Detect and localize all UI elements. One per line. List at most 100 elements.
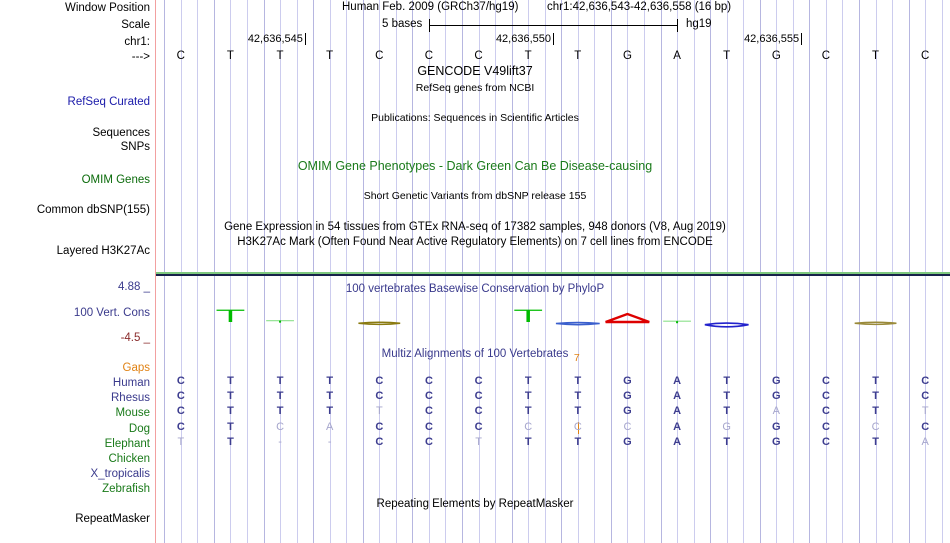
alignment-base: C (921, 420, 930, 433)
alignment-base: C (176, 390, 185, 403)
label-100-vert-cons[interactable]: 100 Vert. Cons (73, 307, 150, 319)
gridline (247, 0, 248, 543)
reference-base: A (673, 50, 681, 62)
alignment-base: T (326, 405, 334, 418)
alignment-base: C (276, 420, 285, 433)
conservation-bar (605, 312, 650, 324)
scale-bar-label: 5 bases (382, 18, 423, 30)
gap-count-marker: 7 (573, 352, 580, 364)
species-label-human[interactable]: Human (112, 377, 150, 389)
gridline (743, 0, 744, 543)
gridline (909, 0, 910, 543)
alignment-base: G (772, 420, 781, 433)
label-repeatmasker[interactable]: RepeatMasker (75, 513, 150, 525)
gridline (776, 0, 777, 543)
gridline (479, 0, 480, 543)
conservation-bar (663, 320, 691, 324)
alignment-base: C (424, 435, 433, 448)
alignment-base: T (921, 405, 929, 418)
species-label-rhesus[interactable]: Rhesus (111, 392, 150, 405)
species-label-mouse[interactable]: Mouse (115, 407, 150, 420)
species-label-chicken[interactable]: Chicken (108, 453, 150, 465)
gridline (412, 0, 413, 543)
alignment-base: C (573, 420, 582, 433)
position-text[interactable]: chr1:42,636,543-42,636,558 (16 bp) (547, 1, 732, 13)
reference-base: T (326, 50, 334, 62)
species-label-dog[interactable]: Dog (128, 422, 150, 435)
gridline (462, 0, 463, 543)
alignment-base: G (623, 405, 632, 418)
alignment-base: C (474, 405, 483, 418)
label-omim-genes[interactable]: OMIM Genes (81, 174, 150, 186)
reference-base: C (424, 50, 434, 62)
gridline (611, 0, 612, 543)
alignment-base: T (227, 435, 234, 448)
assembly-db-label: hg19 (686, 18, 712, 30)
label-common-dbsnp[interactable]: Common dbSNP(155) (36, 204, 150, 216)
alignment-base: G (722, 420, 731, 433)
label-refseq-curated[interactable]: RefSeq Curated (67, 96, 150, 108)
alignment-base: - (278, 435, 282, 448)
label-strand: ---> (131, 51, 150, 63)
label-snps[interactable]: SNPs (120, 141, 150, 153)
alignment-base: C (424, 375, 433, 387)
gridline (809, 0, 810, 543)
gridline (214, 0, 215, 543)
alignment-base: T (375, 405, 383, 418)
label-layered-h3k27ac[interactable]: Layered H3K27Ac (56, 245, 150, 257)
alignment-base: C (375, 420, 384, 433)
species-label-elephant[interactable]: Elephant (104, 437, 150, 450)
alignment-base: T (227, 390, 234, 403)
alignment-base: T (574, 435, 582, 448)
conservation-bar (358, 321, 401, 326)
alignment-base: T (723, 405, 731, 418)
ruler-tick-mark (553, 33, 554, 45)
alignment-base: T (227, 375, 234, 387)
gridline (512, 0, 513, 543)
alignment-base: C (871, 420, 880, 433)
alignment-base: C (921, 390, 930, 403)
alignment-base: C (821, 420, 830, 433)
gridline (379, 0, 380, 543)
conservation-plot[interactable] (156, 296, 950, 344)
alignment-base: C (474, 375, 483, 387)
gridline (727, 0, 728, 543)
gridline (677, 0, 678, 543)
alignment-base: C (424, 405, 433, 418)
species-label-x_tropicalis[interactable]: X_tropicalis (90, 468, 150, 481)
alignment-base: C (623, 420, 632, 433)
track-data-pane[interactable] (156, 0, 950, 543)
alignment-base: C (474, 420, 483, 433)
alignment-base: A (772, 405, 780, 418)
gridline (197, 0, 198, 543)
alignment-base: A (673, 375, 682, 387)
gridline (330, 0, 331, 543)
alignment-base: A (921, 435, 929, 448)
alignment-base: T (872, 390, 879, 403)
ruler-tick-mark (304, 33, 306, 45)
alignment-base: T (574, 405, 582, 418)
alignment-base: C (821, 390, 830, 403)
gridline (363, 0, 364, 543)
species-label-zebrafish[interactable]: Zebrafish (102, 483, 150, 496)
label-sequences[interactable]: Sequences (92, 127, 150, 139)
alignment-base: C (375, 435, 384, 448)
alignment-base: T (276, 375, 284, 387)
alignment-base: T (574, 390, 582, 403)
gridline (346, 0, 347, 543)
reference-base: T (872, 50, 880, 62)
alignment-base: A (326, 420, 334, 433)
alignment-base: C (424, 420, 433, 433)
alignment-base: C (176, 405, 185, 418)
alignment-base: T (872, 435, 879, 448)
alignment-base: T (326, 375, 334, 387)
scale-bar-cap-right (677, 19, 678, 32)
gridline (694, 0, 695, 543)
gridline (280, 0, 281, 543)
reference-base: C (921, 50, 930, 62)
ruler-tick-label: 42,636,545 (247, 33, 303, 45)
conservation-bar (514, 309, 543, 322)
